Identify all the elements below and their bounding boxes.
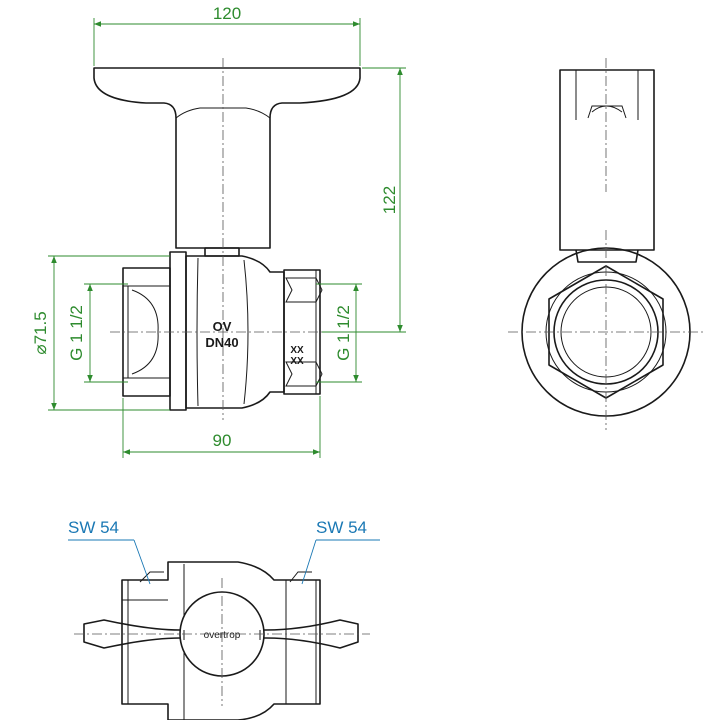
dim-body-length: 90 bbox=[213, 431, 232, 450]
dim-thread-left: G 1 1/2 bbox=[67, 305, 86, 361]
left-hex-nut bbox=[122, 267, 171, 397]
body-marking-ov: OV bbox=[213, 319, 232, 334]
side-marking-1: XX bbox=[290, 345, 304, 356]
sw-label-left: SW 54 bbox=[68, 518, 119, 537]
dim-outer-diameter: ⌀71.5 bbox=[31, 311, 50, 354]
handle-bar bbox=[93, 67, 361, 249]
dim-total-height: 122 bbox=[380, 186, 399, 214]
dimensions: 120 122 90 ⌀71.5 G 1 1/2 G 1 1/2 bbox=[31, 4, 406, 458]
side-view bbox=[508, 58, 704, 430]
dim-thread-right: G 1 1/2 bbox=[334, 305, 353, 361]
top-view: overtrop bbox=[74, 561, 370, 720]
side-handle bbox=[559, 69, 655, 251]
top-handle-lever bbox=[83, 619, 359, 649]
sw-label-right: SW 54 bbox=[316, 518, 367, 537]
left-flange bbox=[169, 251, 187, 411]
stem bbox=[204, 247, 240, 257]
right-hex-nut bbox=[283, 269, 321, 395]
body-marking-dn40: DN40 bbox=[205, 335, 238, 350]
side-marking-2: XX bbox=[290, 356, 304, 367]
dim-handle-width: 120 bbox=[213, 4, 241, 23]
front-view: OV DN40 XX XX bbox=[93, 58, 361, 420]
wrench-size-labels: SW 54 SW 54 bbox=[68, 518, 380, 585]
